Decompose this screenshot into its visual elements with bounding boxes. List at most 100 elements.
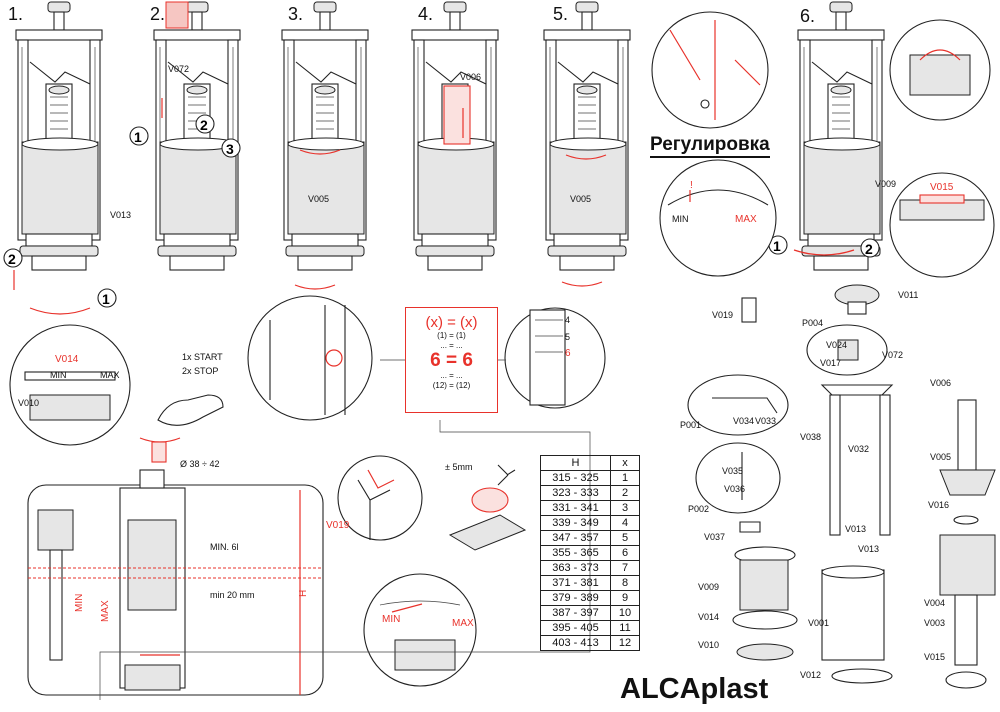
part-label: V005 xyxy=(930,452,951,462)
svg-text:!: ! xyxy=(690,180,693,191)
part-label: V005 xyxy=(570,194,591,204)
part-label: V017 xyxy=(820,358,841,368)
table-cell-x: 3 xyxy=(610,500,640,516)
detail-circle-step6-right xyxy=(889,19,991,121)
detail-circle-v019 xyxy=(337,455,423,541)
formula-line: (1) = (1) xyxy=(437,331,466,340)
table-cell-h: 339 - 349 xyxy=(540,515,611,531)
table-cell-h: 371 - 381 xyxy=(540,575,611,591)
regulation-title: Регулировка xyxy=(650,134,770,158)
part-label: V034 xyxy=(733,416,754,426)
formula-main: 6 = 6 xyxy=(430,350,473,371)
svg-text:6: 6 xyxy=(565,348,571,359)
table-cell-h: 363 - 373 xyxy=(540,560,611,576)
part-label: V019 xyxy=(326,520,350,531)
part-label: P002 xyxy=(688,504,709,514)
svg-text:4: 4 xyxy=(565,315,570,325)
min-volume-label: MIN. 6l xyxy=(210,542,239,552)
part-label: V072 xyxy=(168,64,189,74)
part-label: P004 xyxy=(802,318,823,328)
part-label: V013 xyxy=(858,544,879,554)
cistern-illustration xyxy=(27,469,324,696)
svg-text:V015: V015 xyxy=(930,182,954,193)
step-number: 1. xyxy=(8,4,23,24)
table-cell-x: 8 xyxy=(610,575,640,591)
part-label: V037 xyxy=(704,532,725,542)
step-number: 6. xyxy=(800,6,815,26)
svg-text:3: 3 xyxy=(226,141,234,157)
detail-circle-minmax: MIN MAX xyxy=(363,573,477,687)
part-label: V032 xyxy=(848,444,869,454)
part-label: V011 xyxy=(898,290,918,300)
min-gap-label: min 20 mm xyxy=(210,590,255,600)
step-number: 4. xyxy=(418,4,433,24)
stop-text: 2x STOP xyxy=(182,366,218,376)
step-number: 3. xyxy=(288,4,303,24)
part-label: V024 xyxy=(826,340,847,350)
svg-text:1: 1 xyxy=(102,291,110,307)
valve-step-5 xyxy=(543,1,631,271)
brand-logo-text: ALCAplast xyxy=(620,673,769,705)
step-number: 2. xyxy=(150,4,165,24)
adjust-range-label: ± 5mm xyxy=(445,462,472,472)
part-label: V038 xyxy=(800,432,821,442)
part-label: V072 xyxy=(882,350,903,360)
table-cell-x: 6 xyxy=(610,545,640,561)
table-cell-h: 323 - 333 xyxy=(540,485,611,501)
hand-press-illustration xyxy=(139,394,224,463)
part-label: V005 xyxy=(308,194,329,204)
detail-circle-scale: 4 5 6 xyxy=(504,307,606,409)
detail-circle-v015: V015 xyxy=(889,172,995,278)
formula-top: (x) = (x) xyxy=(425,314,478,331)
part-label: V019 xyxy=(712,310,733,320)
svg-text:MIN: MIN xyxy=(50,370,67,380)
exploded-parts xyxy=(687,284,996,689)
detail-circle-regulation: ! MAX MIN xyxy=(659,159,777,277)
valve-step-4 xyxy=(411,1,499,271)
part-label: V014 xyxy=(698,612,719,622)
formula-line: ... = ... xyxy=(440,371,463,380)
svg-text:2: 2 xyxy=(200,117,208,133)
marker-circle: 1 xyxy=(97,288,117,308)
diameter-label: Ø 38 ÷ 42 xyxy=(180,459,219,469)
marker-circle: 3 xyxy=(221,138,241,158)
part-label: V012 xyxy=(800,670,821,680)
table-cell-x: 9 xyxy=(610,590,640,606)
part-label: V013 xyxy=(110,210,131,220)
formula-line: ... = ... xyxy=(440,341,463,350)
table-cell-x: 10 xyxy=(610,605,640,621)
table-cell-h: 355 - 365 xyxy=(540,545,611,561)
part-label: V033 xyxy=(755,416,776,426)
part-label: V006 xyxy=(930,378,951,388)
detail-circle-step6-top xyxy=(651,11,769,129)
max-level-label: MAX xyxy=(100,600,111,622)
formula-box: (x) = (x) (1) = (1) ... = ... 6 = 6 ... … xyxy=(405,307,498,413)
rotate-arrow xyxy=(13,98,855,315)
table-cell-x: 5 xyxy=(610,530,640,546)
part-label: V015 xyxy=(924,652,945,662)
part-label: V010 xyxy=(18,398,39,408)
svg-text:MAX: MAX xyxy=(100,370,120,380)
part-label: V001 xyxy=(808,618,829,628)
svg-text:MAX: MAX xyxy=(452,618,474,629)
part-label: V004 xyxy=(924,598,945,608)
height-label: H xyxy=(298,590,309,597)
valve-step-3 xyxy=(281,1,369,271)
table-cell-h: 347 - 357 xyxy=(540,530,611,546)
marker-circle: 1 xyxy=(129,126,149,146)
table-cell-h: 387 - 397 xyxy=(540,605,611,621)
svg-text:MAX: MAX xyxy=(735,214,757,225)
table-cell-h: 315 - 325 xyxy=(540,470,611,486)
table-cell-x: 1 xyxy=(610,470,640,486)
start-text: 1x START xyxy=(182,352,223,362)
